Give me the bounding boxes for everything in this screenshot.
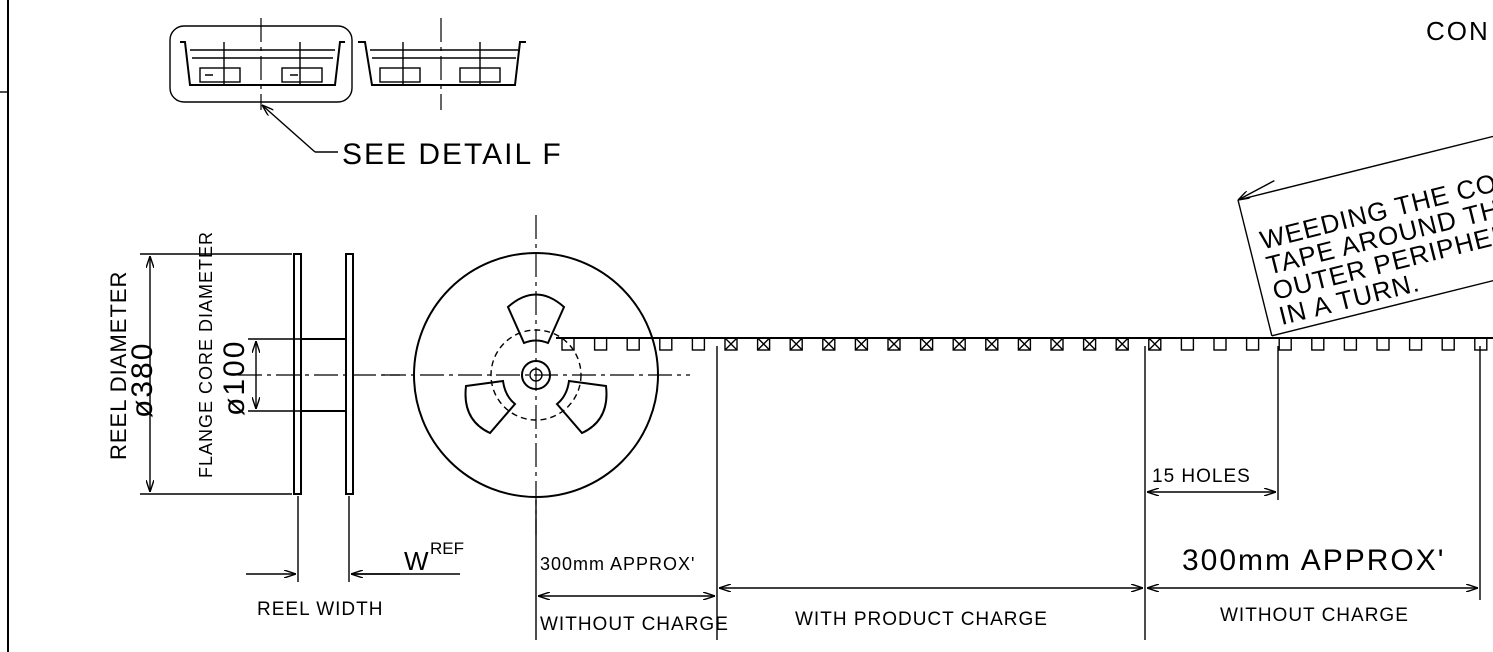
reel-diameter-label: REEL DIAMETER — [106, 271, 131, 460]
tape-pocket-cross — [1050, 337, 1064, 351]
tape-pocket-empty — [1213, 337, 1227, 351]
tape-pocket-filled — [1050, 337, 1064, 351]
tape-pocket-empty — [1180, 337, 1195, 351]
reel-flange-right — [345, 253, 354, 495]
tape-pocket-empty — [561, 337, 575, 351]
tape-pocket-empty — [659, 337, 673, 351]
detail-leader-arrow — [262, 105, 316, 153]
tape-pocket-empty — [1278, 337, 1292, 351]
tape-pocket-filled — [822, 337, 836, 351]
detail-callout-text: SEE DETAIL F — [342, 138, 563, 171]
tape-pocket-empty — [1343, 337, 1358, 351]
tape-pocket-cross — [1017, 337, 1031, 351]
core-diameter-value: ø100 — [218, 340, 251, 416]
reel-width-ref: REF — [430, 539, 464, 558]
tape-pocket-cross — [887, 337, 901, 351]
leader-right-length: 300mm APPROX' — [1182, 544, 1445, 577]
reel-diameter-value: ø380 — [126, 342, 159, 418]
tape-pocket-filled — [1017, 337, 1032, 351]
tape-pocket-cross — [1148, 337, 1162, 351]
tape-pocket-empty — [1408, 337, 1423, 351]
tape-pocket-filled — [756, 337, 771, 351]
tape-pocket-empty — [1311, 337, 1325, 351]
core-diameter-label: FLANGE CORE DIAMETER — [196, 231, 216, 478]
carrier-tray-detail — [169, 18, 526, 153]
tape-pocket-filled — [985, 337, 999, 351]
tape-pocket-filled — [1115, 337, 1129, 351]
tape-pocket-empty — [1245, 337, 1260, 351]
tape-pocket-cross — [757, 337, 771, 351]
section-left-label: WITHOUT CHARGE — [540, 614, 729, 635]
tape-pocket-filled — [789, 337, 803, 351]
leader-left-length: 300mm APPROX' — [540, 554, 696, 574]
tape-pocket-filled — [724, 337, 738, 351]
holes-label: 15 HOLES — [1152, 466, 1251, 487]
tape-dimensions — [535, 346, 1481, 640]
weeding-note: WEEDING THE COV TAPE AROUND TH OUTER PER… — [1236, 119, 1493, 337]
tape-pocket-filled — [1148, 337, 1162, 351]
tape-pocket-cross — [952, 337, 966, 351]
reel-side-view — [140, 253, 460, 582]
tape-pocket-cross — [724, 337, 738, 351]
tape-pocket-filled — [919, 337, 934, 351]
tape-pocket-empty — [1441, 337, 1455, 351]
tape-pocket-cross — [854, 337, 868, 351]
section-mid-label: WITH PRODUCT CHARGE — [795, 609, 1048, 630]
tape-pocket-cross — [920, 337, 934, 351]
tape-pocket-filled — [952, 337, 966, 351]
tape-pocket-empty — [626, 337, 640, 351]
title-partial: CON — [1426, 16, 1490, 46]
tape-pocket-empty — [593, 337, 608, 351]
tape-pocket-empty — [691, 337, 706, 351]
tape-pocket-filled — [1082, 337, 1097, 351]
reel-front-view — [382, 215, 690, 535]
reel-width-label: REEL WIDTH — [257, 599, 383, 620]
tape-pocket-cross — [985, 337, 999, 351]
carrier-tape — [556, 337, 1493, 351]
tape-pocket-cross — [822, 337, 836, 351]
reel-width-symbol: W — [404, 546, 430, 576]
reel-flange-left — [293, 253, 302, 495]
tape-pocket-filled — [854, 337, 869, 351]
tape-pocket-filled — [887, 337, 901, 351]
section-right-label: WITHOUT CHARGE — [1220, 605, 1409, 626]
tape-pocket-empty — [1376, 337, 1390, 351]
tape-pocket-cross — [1115, 337, 1129, 351]
tape-pocket-empty — [1474, 337, 1488, 351]
tape-pocket-cross — [1083, 337, 1097, 351]
tape-pocket-cross — [789, 337, 803, 351]
